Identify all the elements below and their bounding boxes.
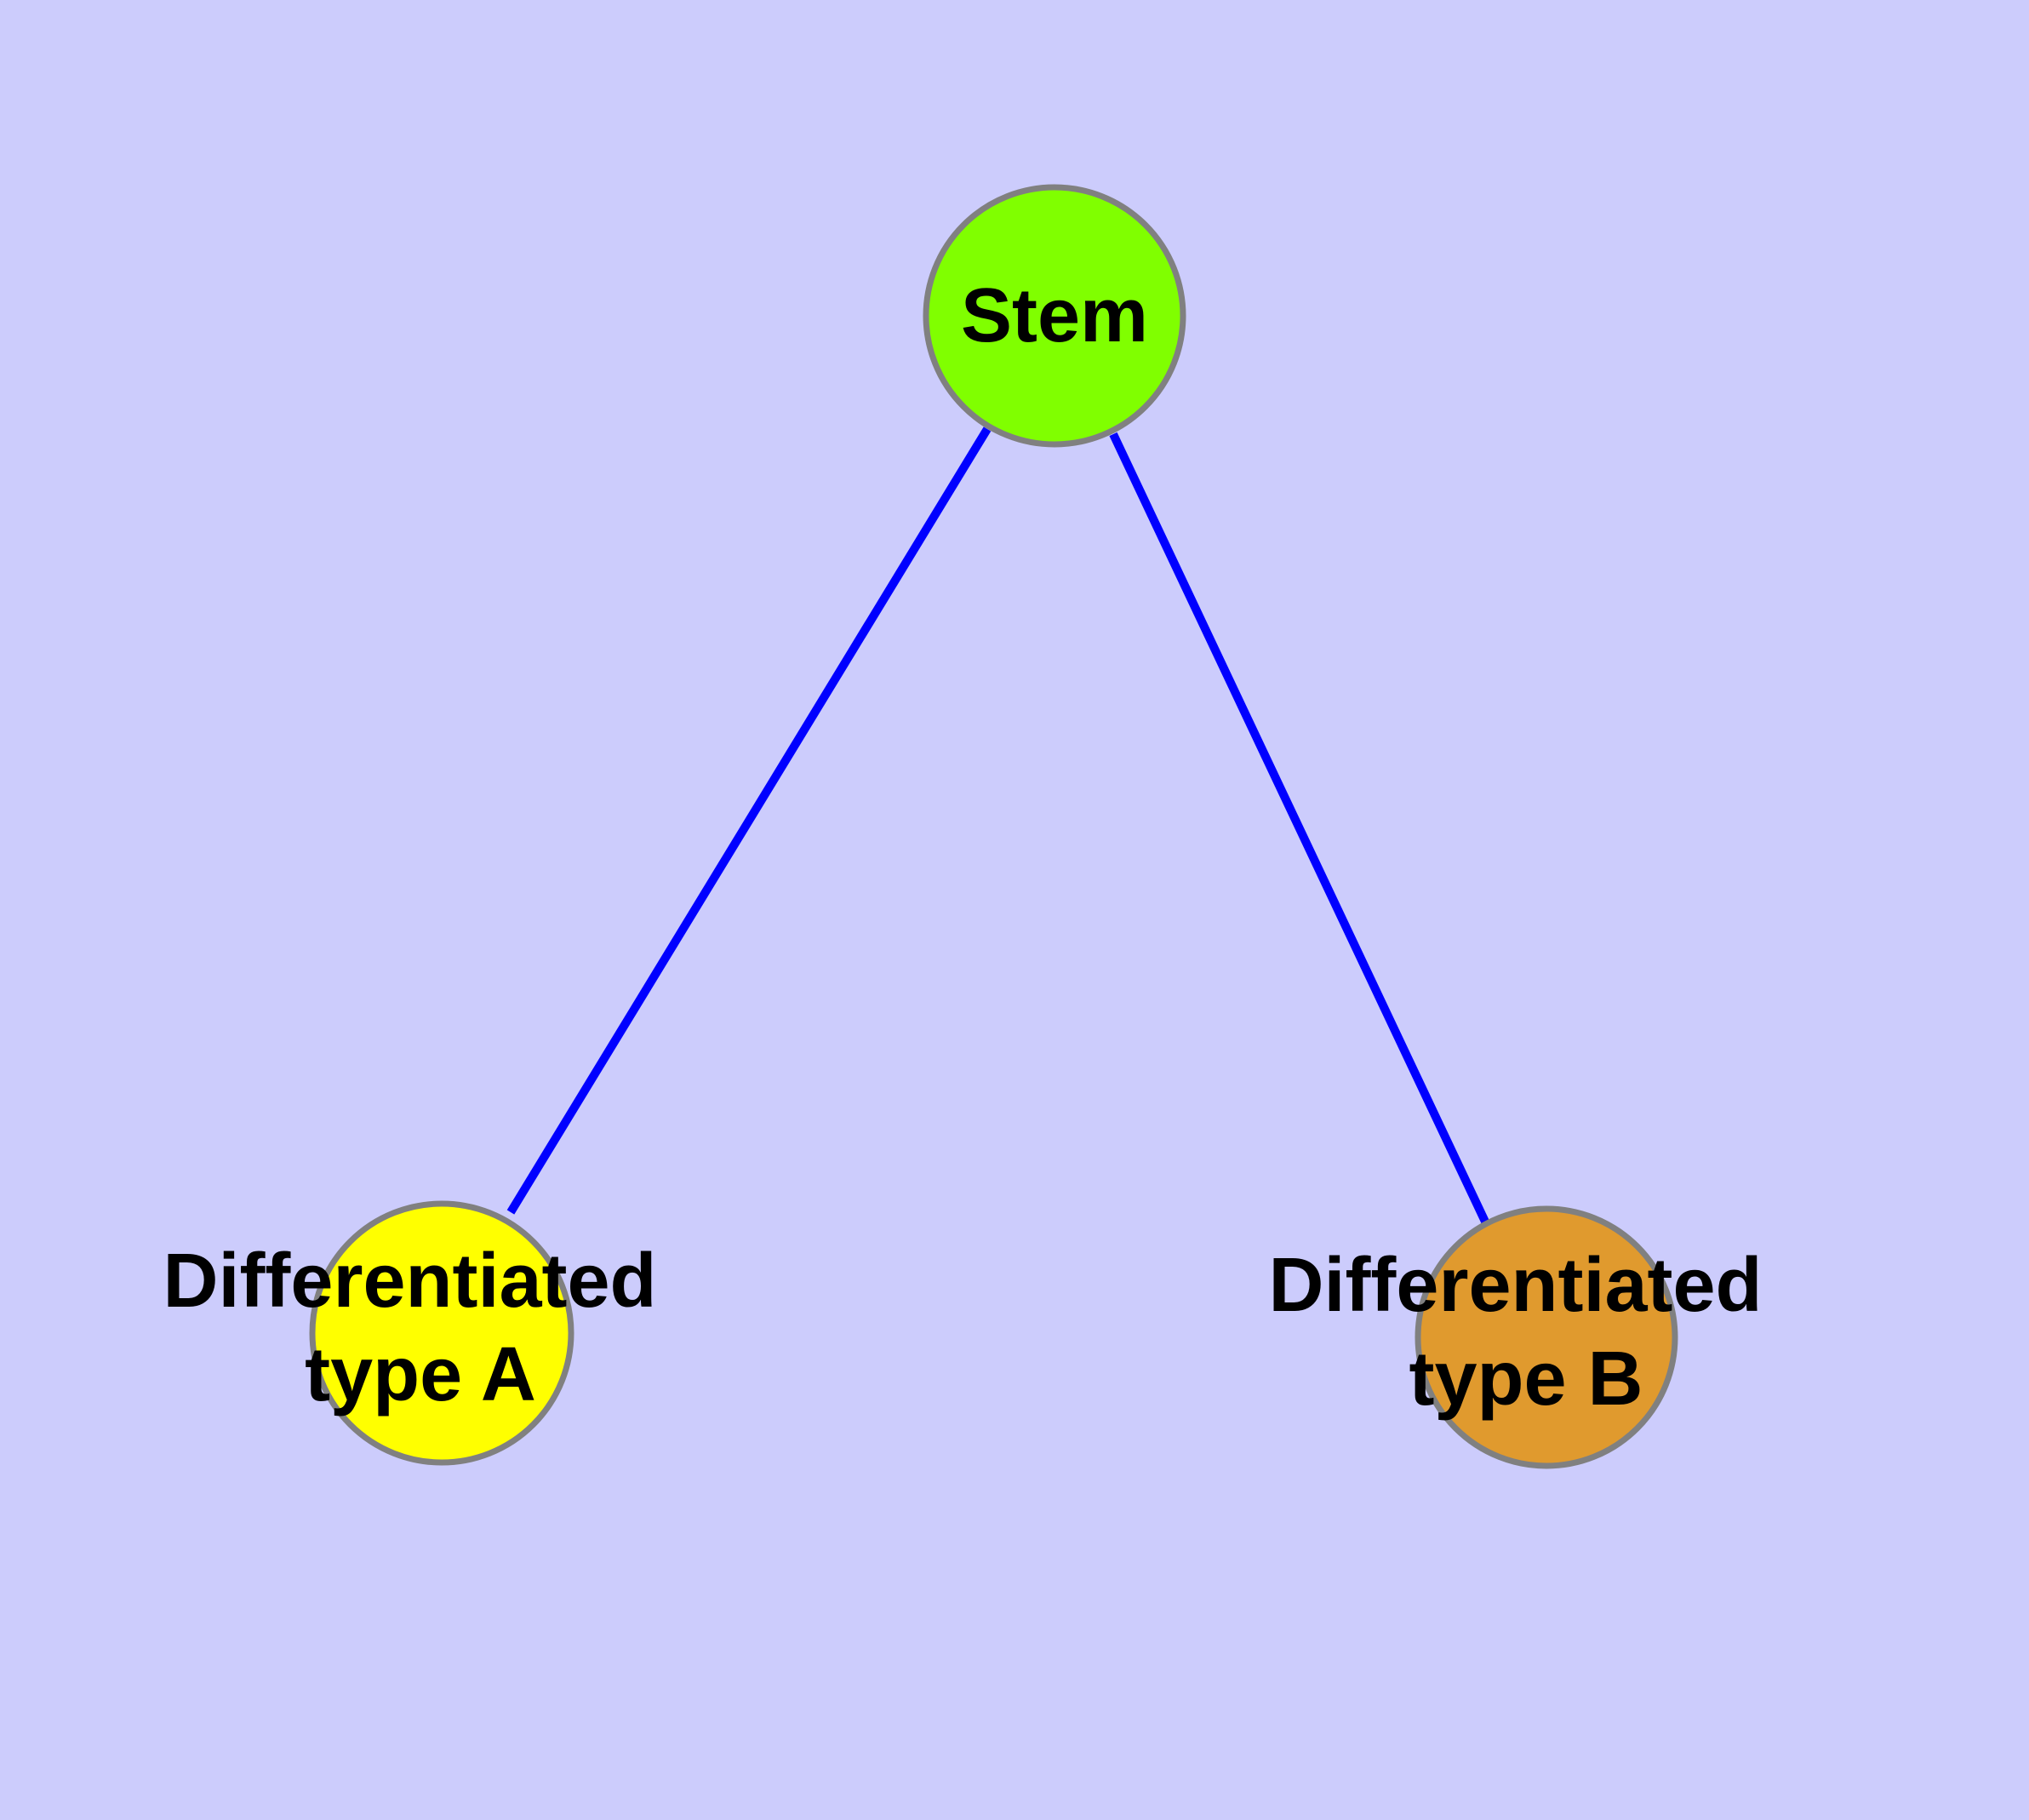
edge-stem-to-differentiated-a[interactable] — [506, 426, 992, 1215]
node-differentiated-type-b-label-line-1: Differentiated — [1268, 1243, 1762, 1328]
node-differentiated-type-a-label-line-1: Differentiated — [163, 1239, 656, 1324]
node-layer: Stem Differentiated type A Differentiate… — [163, 184, 1783, 1469]
node-stem-label-line-1: Stem — [961, 273, 1148, 358]
node-differentiated-type-b-label-line-2: type B — [1409, 1336, 1643, 1422]
node-differentiated-type-a-label: Differentiated type A — [163, 1239, 677, 1417]
edge-layer — [506, 426, 1489, 1224]
node-differentiated-type-a[interactable]: Differentiated type A — [163, 1200, 677, 1466]
node-differentiated-type-a-label-line-2: type A — [305, 1332, 536, 1417]
edge-stem-to-differentiated-b[interactable] — [1109, 432, 1489, 1224]
node-differentiated-type-a-circle[interactable] — [309, 1200, 574, 1466]
node-differentiated-type-b[interactable]: Differentiated type B — [1268, 1205, 1783, 1469]
node-stem[interactable]: Stem — [923, 184, 1186, 448]
node-differentiated-type-b-circle[interactable] — [1415, 1205, 1678, 1469]
node-differentiated-type-b-label: Differentiated type B — [1268, 1243, 1783, 1422]
node-stem-circle[interactable] — [923, 184, 1186, 448]
node-stem-label: Stem — [961, 273, 1148, 358]
